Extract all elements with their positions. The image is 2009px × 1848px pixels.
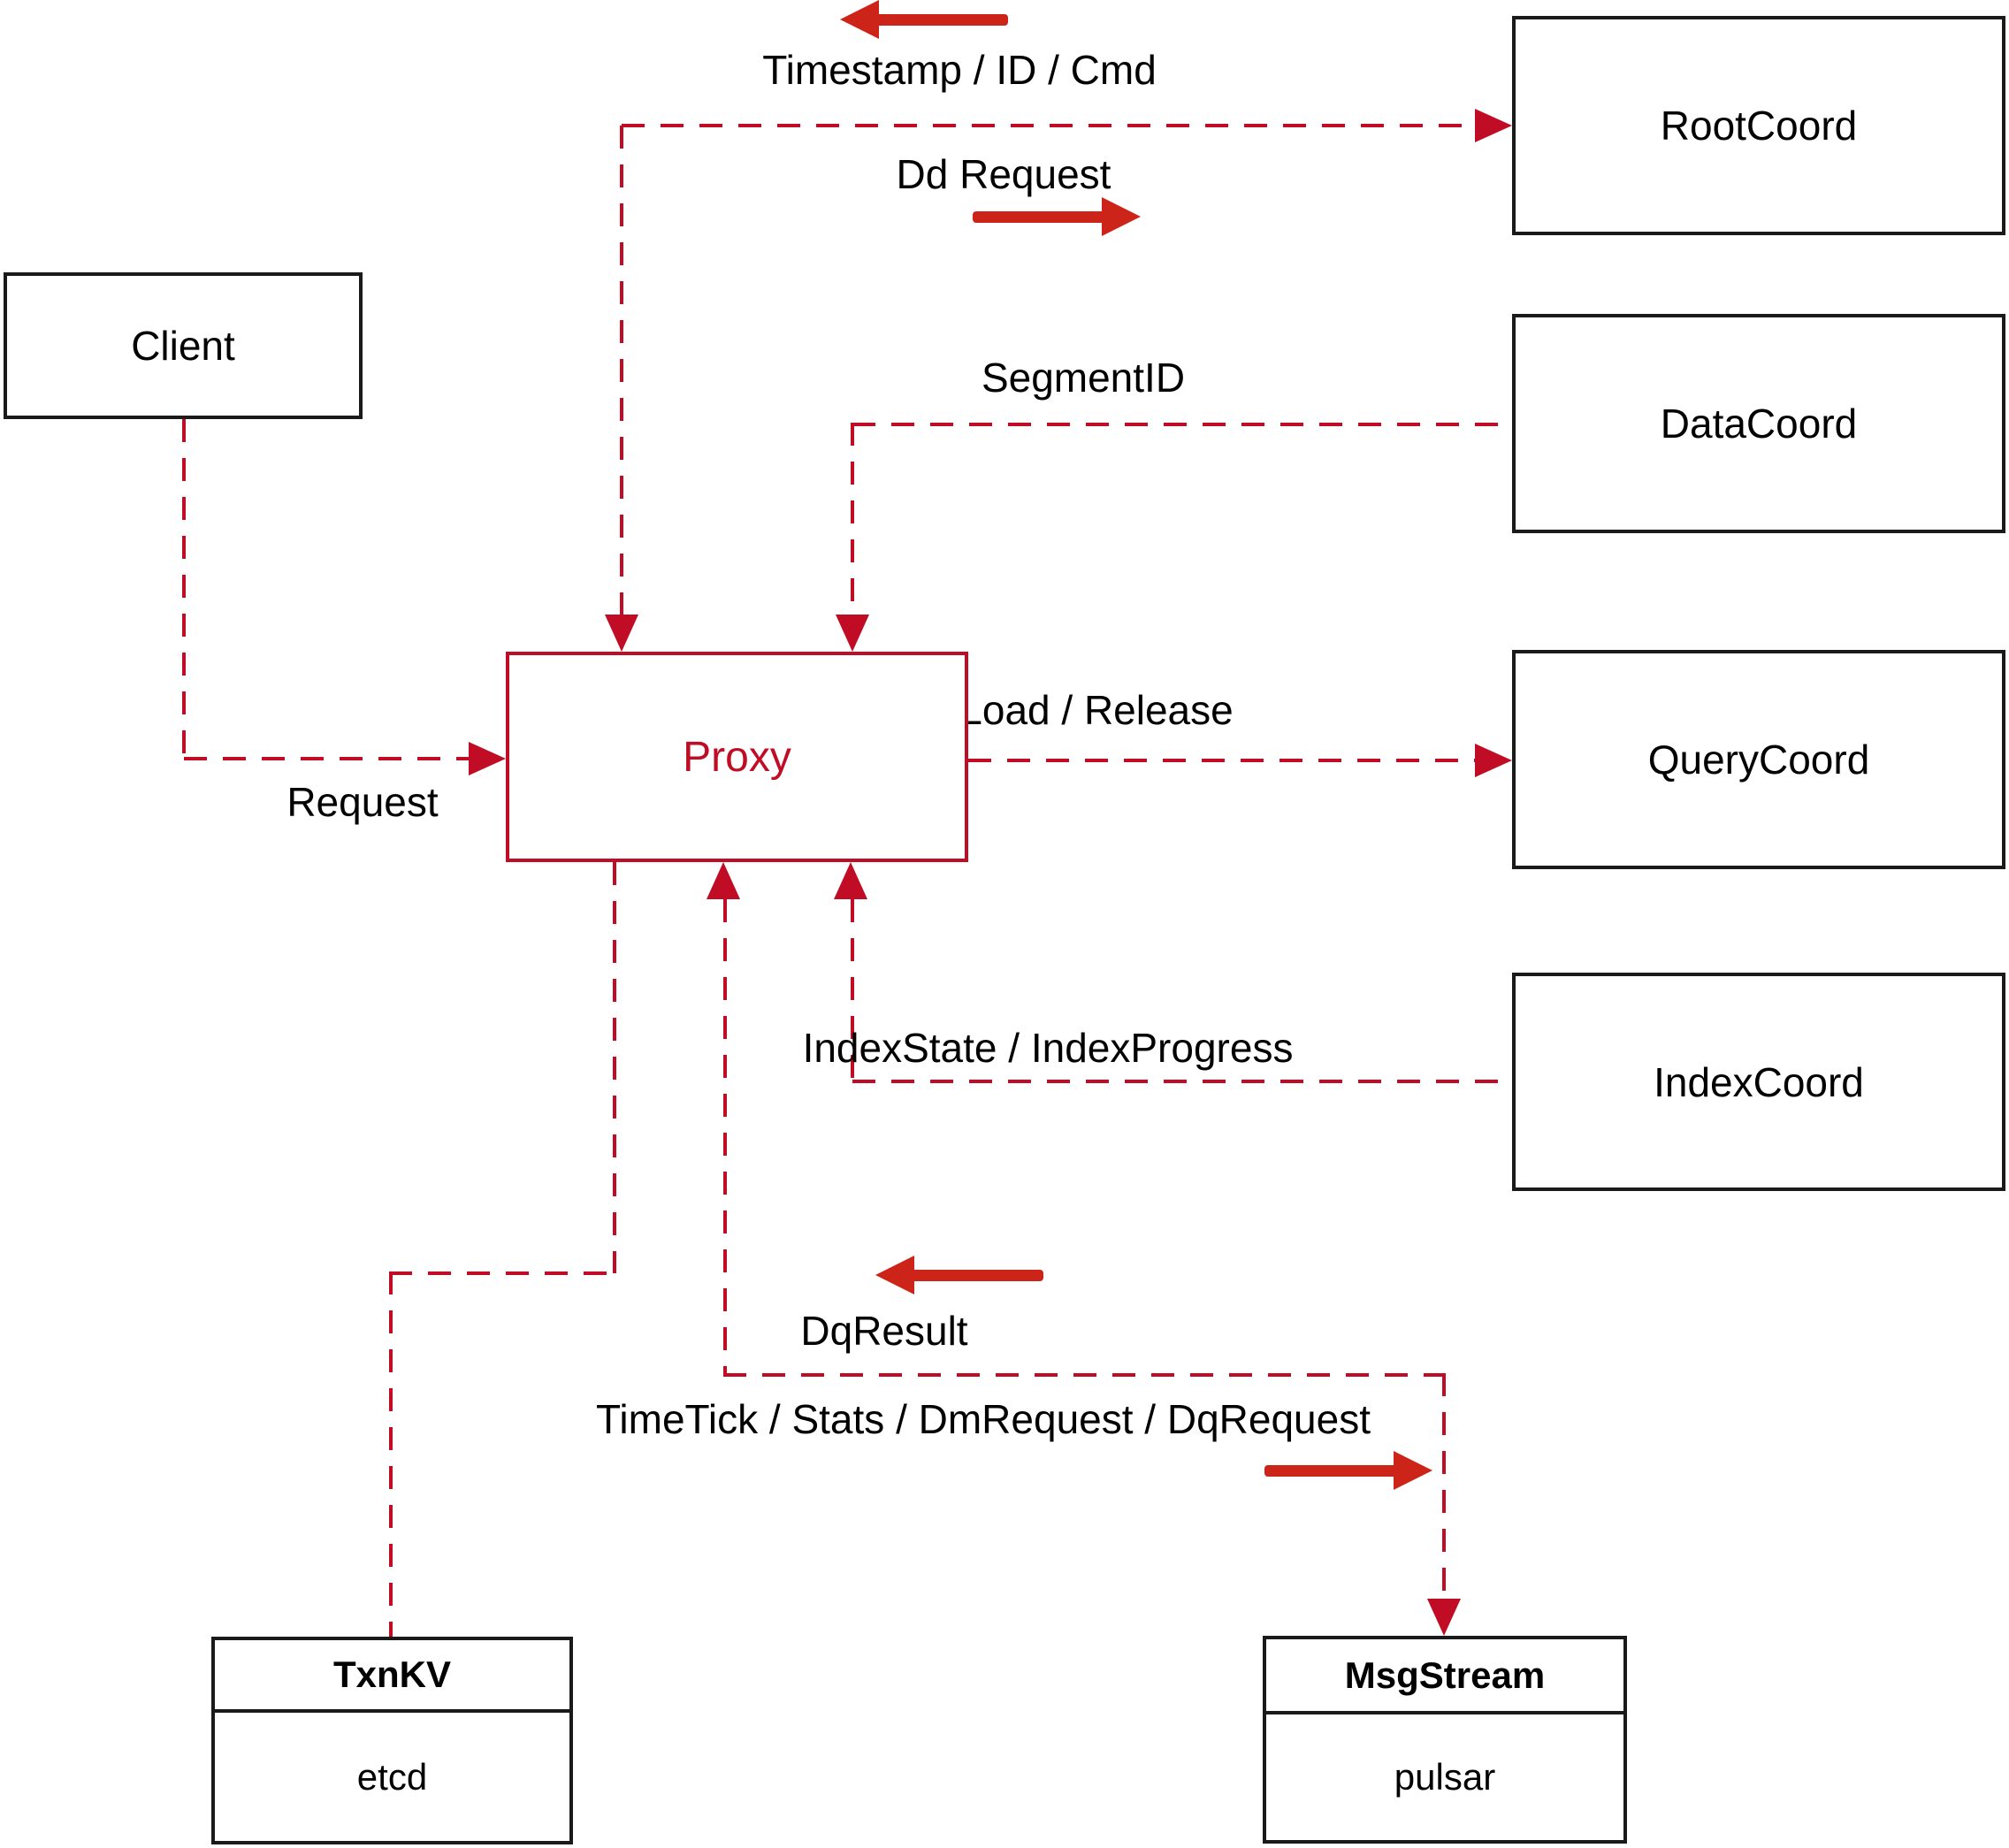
arrow-head-icon	[1102, 197, 1141, 236]
edge-data-proxy-vertical	[851, 423, 854, 616]
arrowhead-into-rootcoord	[1475, 109, 1512, 142]
edge-index-proxy-vertical	[851, 899, 854, 1081]
msgstream-node-title: MsgStream	[1344, 1653, 1546, 1696]
edge-data-proxy-horizontal	[852, 423, 1512, 426]
edge-label-indexstate-indexprogress: IndexState / IndexProgress	[802, 1025, 1294, 1071]
dd-request-direction-arrow-icon	[973, 197, 1141, 236]
edge-proxy-txnkv-vertical-upper	[613, 862, 616, 1273]
edge-label-dqresult: DqResult	[800, 1308, 968, 1354]
edge-proxy-msg-vertical	[1442, 1373, 1446, 1600]
arrow-shaft	[973, 211, 1109, 223]
timestamp-direction-arrow-icon	[840, 0, 1008, 39]
msgstream-node-subtitle: pulsar	[1394, 1756, 1496, 1798]
arrow-shaft	[872, 14, 1008, 26]
edge-label-request: Request	[286, 779, 439, 825]
rootcoord-node: RootCoord	[1512, 16, 2005, 235]
edge-proxy-txnkv-horizontal	[389, 1271, 616, 1275]
edge-label-dd-request: Dd Request	[896, 151, 1111, 197]
edge-msg-proxy-vertical	[723, 899, 727, 1377]
edge-root-proxy-horizontal	[622, 124, 1475, 127]
edge-label-timestamp-id-cmd: Timestamp / ID / Cmd	[762, 47, 1157, 93]
client-node-label: Client	[131, 323, 235, 369]
arrow-shaft	[907, 1270, 1043, 1281]
txnkv-node-subtitle: etcd	[356, 1755, 428, 1798]
arrow-head-icon	[1394, 1451, 1432, 1490]
edge-label-timetick-stats: TimeTick / Stats / DmRequest / DqRequest	[596, 1396, 1371, 1442]
edge-client-proxy-horizontal	[184, 757, 470, 760]
arrowhead-into-msgstream	[1427, 1599, 1461, 1636]
dqresult-direction-arrow-icon	[875, 1256, 1043, 1294]
rootcoord-node-label: RootCoord	[1660, 103, 1858, 149]
edge-label-segmentid: SegmentID	[981, 355, 1186, 401]
edge-proxy-query-horizontal	[968, 759, 1477, 762]
edge-client-proxy-vertical	[182, 419, 186, 760]
indexcoord-node-label: IndexCoord	[1654, 1058, 1864, 1105]
proxy-node: Proxy	[506, 652, 968, 862]
arrowhead-into-querycoord	[1475, 744, 1512, 777]
timetick-direction-arrow-icon	[1264, 1451, 1432, 1490]
msgstream-node: MsgStream pulsar	[1263, 1636, 1627, 1844]
arrowhead-into-proxy-top-right	[836, 615, 869, 652]
querycoord-node: QueryCoord	[1512, 650, 2005, 869]
edge-label-load-release: Load / Release	[959, 687, 1234, 733]
client-node: Client	[4, 272, 363, 419]
datacoord-node-label: DataCoord	[1660, 401, 1858, 447]
txnkv-node: TxnKV etcd	[211, 1637, 573, 1844]
querycoord-node-label: QueryCoord	[1647, 737, 1870, 783]
proxy-node-label: Proxy	[683, 733, 791, 781]
edge-index-proxy-horizontal	[852, 1080, 1512, 1083]
arrowhead-into-proxy-left	[469, 742, 506, 775]
datacoord-node: DataCoord	[1512, 314, 2005, 533]
edge-proxy-msg-horizontal	[723, 1373, 1446, 1377]
edge-root-proxy-vertical	[620, 126, 623, 616]
arrowhead-into-proxy-bottom-left	[707, 862, 740, 899]
arrowhead-into-proxy-top-left	[605, 615, 638, 652]
arrow-shaft	[1264, 1465, 1401, 1477]
arrowhead-into-proxy-bottom-right	[834, 862, 867, 899]
indexcoord-node: IndexCoord	[1512, 973, 2005, 1191]
txnkv-node-title: TxnKV	[332, 1653, 451, 1695]
edge-proxy-txnkv-vertical-lower	[389, 1271, 393, 1637]
